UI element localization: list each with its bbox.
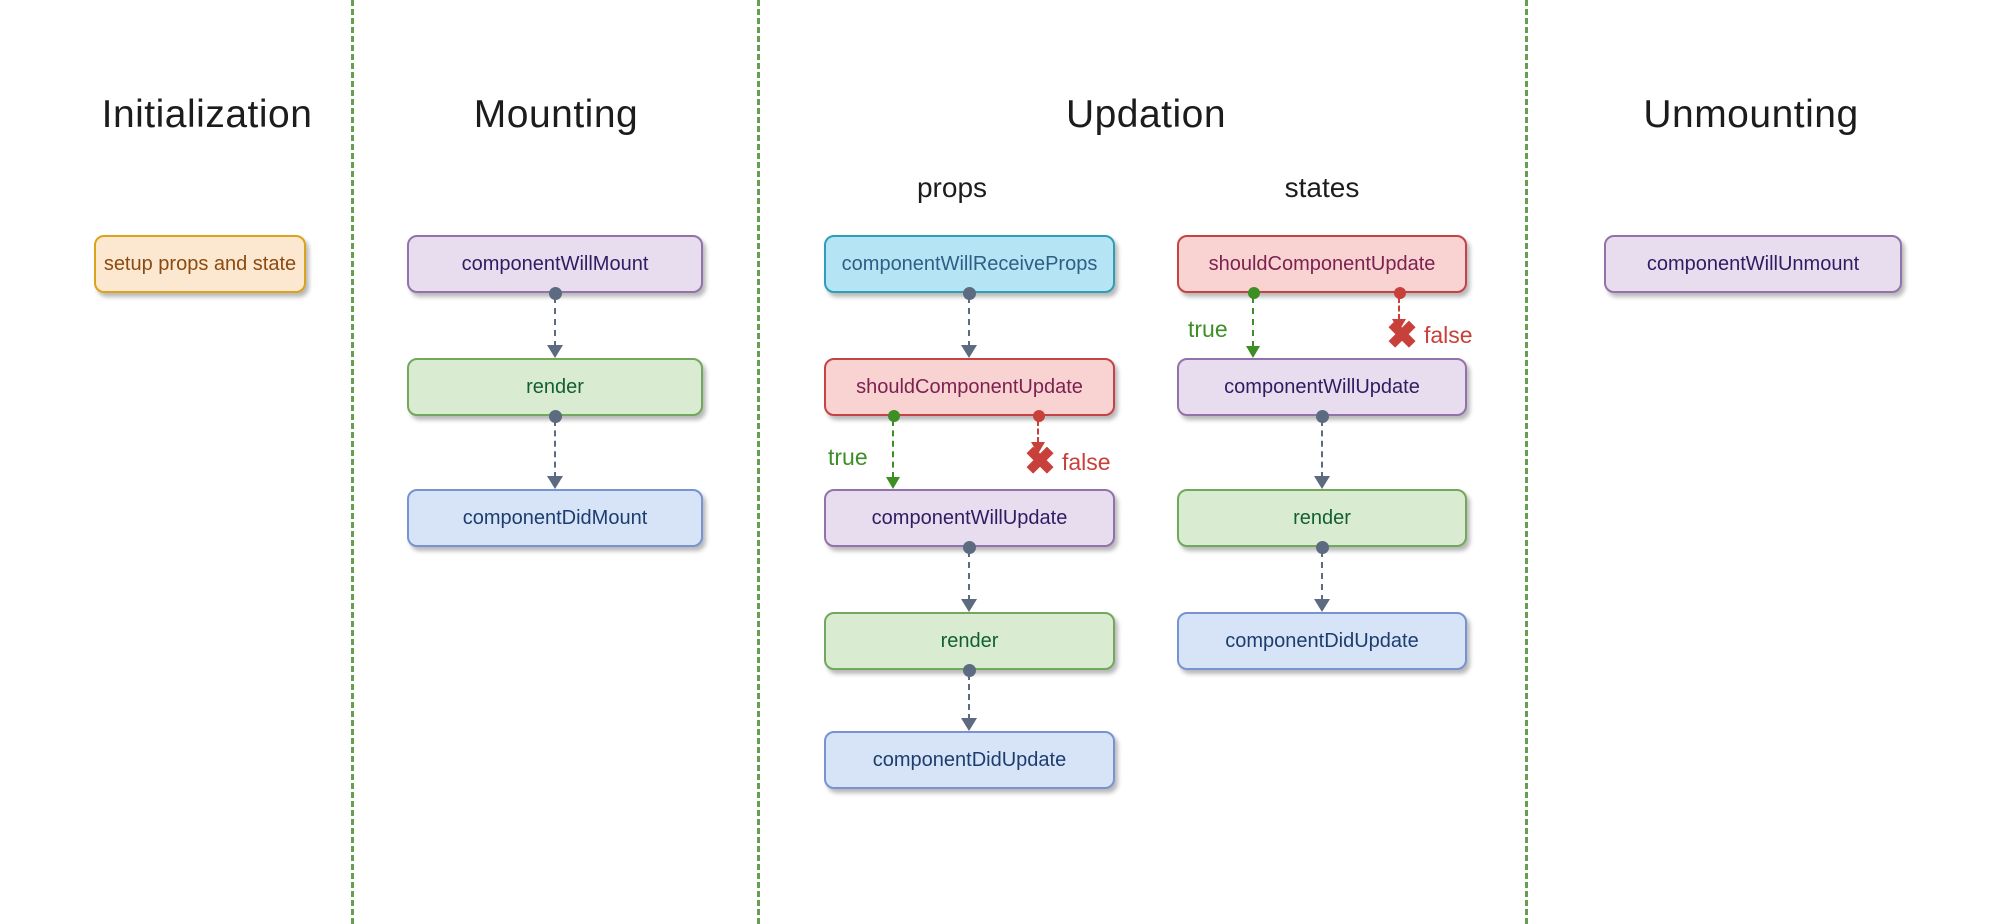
arrowhead-icon bbox=[886, 477, 900, 489]
step-render-mounting: render bbox=[407, 358, 703, 416]
arrow-shaft bbox=[968, 297, 970, 347]
false-label-states: false bbox=[1424, 322, 1473, 348]
step-label: render bbox=[526, 375, 584, 398]
arrow-shaft bbox=[892, 420, 894, 478]
step-componentwillupdate-props: componentWillUpdate bbox=[824, 489, 1115, 547]
section-title-unmounting: Unmounting bbox=[1643, 93, 1859, 136]
flow-arrow bbox=[547, 287, 563, 358]
arrow-shaft bbox=[968, 551, 970, 601]
flow-arrow bbox=[1314, 541, 1330, 612]
false-branch-arrow-props bbox=[1030, 410, 1046, 454]
arrow-shaft bbox=[968, 674, 970, 720]
step-render-props: render bbox=[824, 612, 1115, 670]
step-label: componentWillMount bbox=[461, 252, 649, 275]
arrow-origin-dot bbox=[1316, 541, 1329, 554]
column-heading-states: states bbox=[1284, 172, 1360, 203]
arrow-shaft bbox=[1037, 420, 1039, 443]
step-label: render bbox=[1293, 506, 1351, 529]
arrow-origin-dot bbox=[1316, 410, 1329, 423]
arrowhead-icon bbox=[1314, 476, 1330, 489]
step-componentwillmount: componentWillMount bbox=[407, 235, 703, 293]
step-label: shouldComponentUpdate bbox=[856, 375, 1083, 398]
false-label-props: false bbox=[1062, 449, 1111, 475]
arrow-shaft bbox=[1321, 551, 1323, 601]
arrowhead-icon bbox=[547, 345, 563, 358]
column-heading-props: props bbox=[916, 172, 988, 203]
arrow-origin-dot bbox=[1248, 287, 1260, 299]
step-componentdidmount: componentDidMount bbox=[407, 489, 703, 547]
step-componentwillunmount: componentWillUnmount bbox=[1604, 235, 1902, 293]
arrow-shaft bbox=[1321, 420, 1323, 478]
arrow-origin-dot bbox=[963, 664, 976, 677]
step-componentwillreceiveprops: componentWillReceiveProps bbox=[824, 235, 1115, 293]
step-shouldcomponentupdate-states: shouldComponentUpdate bbox=[1177, 235, 1467, 293]
true-label-states: true bbox=[1188, 316, 1228, 342]
section-title-initialization: Initialization bbox=[101, 93, 313, 136]
arrowhead-icon bbox=[1246, 346, 1260, 358]
arrow-shaft bbox=[1252, 297, 1254, 347]
step-componentwillupdate-states: componentWillUpdate bbox=[1177, 358, 1467, 416]
true-label-props: true bbox=[828, 444, 868, 470]
section-divider bbox=[1525, 0, 1528, 924]
section-divider bbox=[757, 0, 760, 924]
arrowhead-icon bbox=[961, 718, 977, 731]
step-shouldcomponentupdate-props: shouldComponentUpdate bbox=[824, 358, 1115, 416]
step-componentdidupdate-props: componentDidUpdate bbox=[824, 731, 1115, 789]
arrowhead-icon bbox=[1314, 599, 1330, 612]
step-label: render bbox=[940, 629, 999, 652]
arrow-shaft bbox=[1398, 297, 1400, 320]
flow-arrow bbox=[961, 287, 977, 358]
section-title-updation: Updation bbox=[1065, 93, 1227, 136]
step-label: componentDidUpdate bbox=[1225, 629, 1419, 652]
section-title-mounting: Mounting bbox=[473, 93, 639, 136]
step-setup-props-and-state: setup props and state bbox=[94, 235, 306, 293]
step-label: componentDidMount bbox=[462, 506, 648, 529]
flow-arrow bbox=[547, 410, 563, 489]
step-label: setup props and state bbox=[103, 252, 297, 275]
flow-arrow bbox=[1314, 410, 1330, 489]
step-label: componentWillUnmount bbox=[1646, 252, 1860, 275]
arrow-shaft bbox=[554, 420, 556, 478]
section-divider bbox=[351, 0, 354, 924]
step-label: shouldComponentUpdate bbox=[1208, 252, 1436, 275]
arrowhead-icon bbox=[547, 476, 563, 489]
arrowhead-icon bbox=[961, 599, 977, 612]
step-label: componentWillUpdate bbox=[871, 506, 1068, 529]
false-x-icon: ✖ bbox=[1386, 315, 1418, 357]
flow-arrow bbox=[961, 541, 977, 612]
true-branch-arrow-props bbox=[885, 410, 901, 489]
false-x-icon: ✖ bbox=[1024, 441, 1056, 483]
step-label: componentWillUpdate bbox=[1224, 375, 1420, 398]
arrow-shaft bbox=[554, 297, 556, 347]
arrowhead-icon bbox=[961, 345, 977, 358]
arrow-origin-dot bbox=[549, 410, 562, 423]
step-label: componentWillReceiveProps bbox=[841, 252, 1098, 275]
arrow-origin-dot bbox=[549, 287, 562, 300]
arrowhead-icon bbox=[1031, 442, 1045, 454]
arrow-origin-dot bbox=[963, 541, 976, 554]
arrowhead-icon bbox=[1392, 319, 1406, 331]
arrow-origin-dot bbox=[1033, 410, 1045, 422]
arrow-origin-dot bbox=[963, 287, 976, 300]
arrow-origin-dot bbox=[888, 410, 900, 422]
arrow-origin-dot bbox=[1394, 287, 1406, 299]
true-branch-arrow-states bbox=[1245, 287, 1261, 358]
step-render-states: render bbox=[1177, 489, 1467, 547]
step-label: componentDidUpdate bbox=[872, 748, 1067, 771]
step-componentdidupdate-states: componentDidUpdate bbox=[1177, 612, 1467, 670]
false-branch-arrow-states bbox=[1391, 287, 1407, 331]
flow-arrow bbox=[961, 664, 977, 731]
